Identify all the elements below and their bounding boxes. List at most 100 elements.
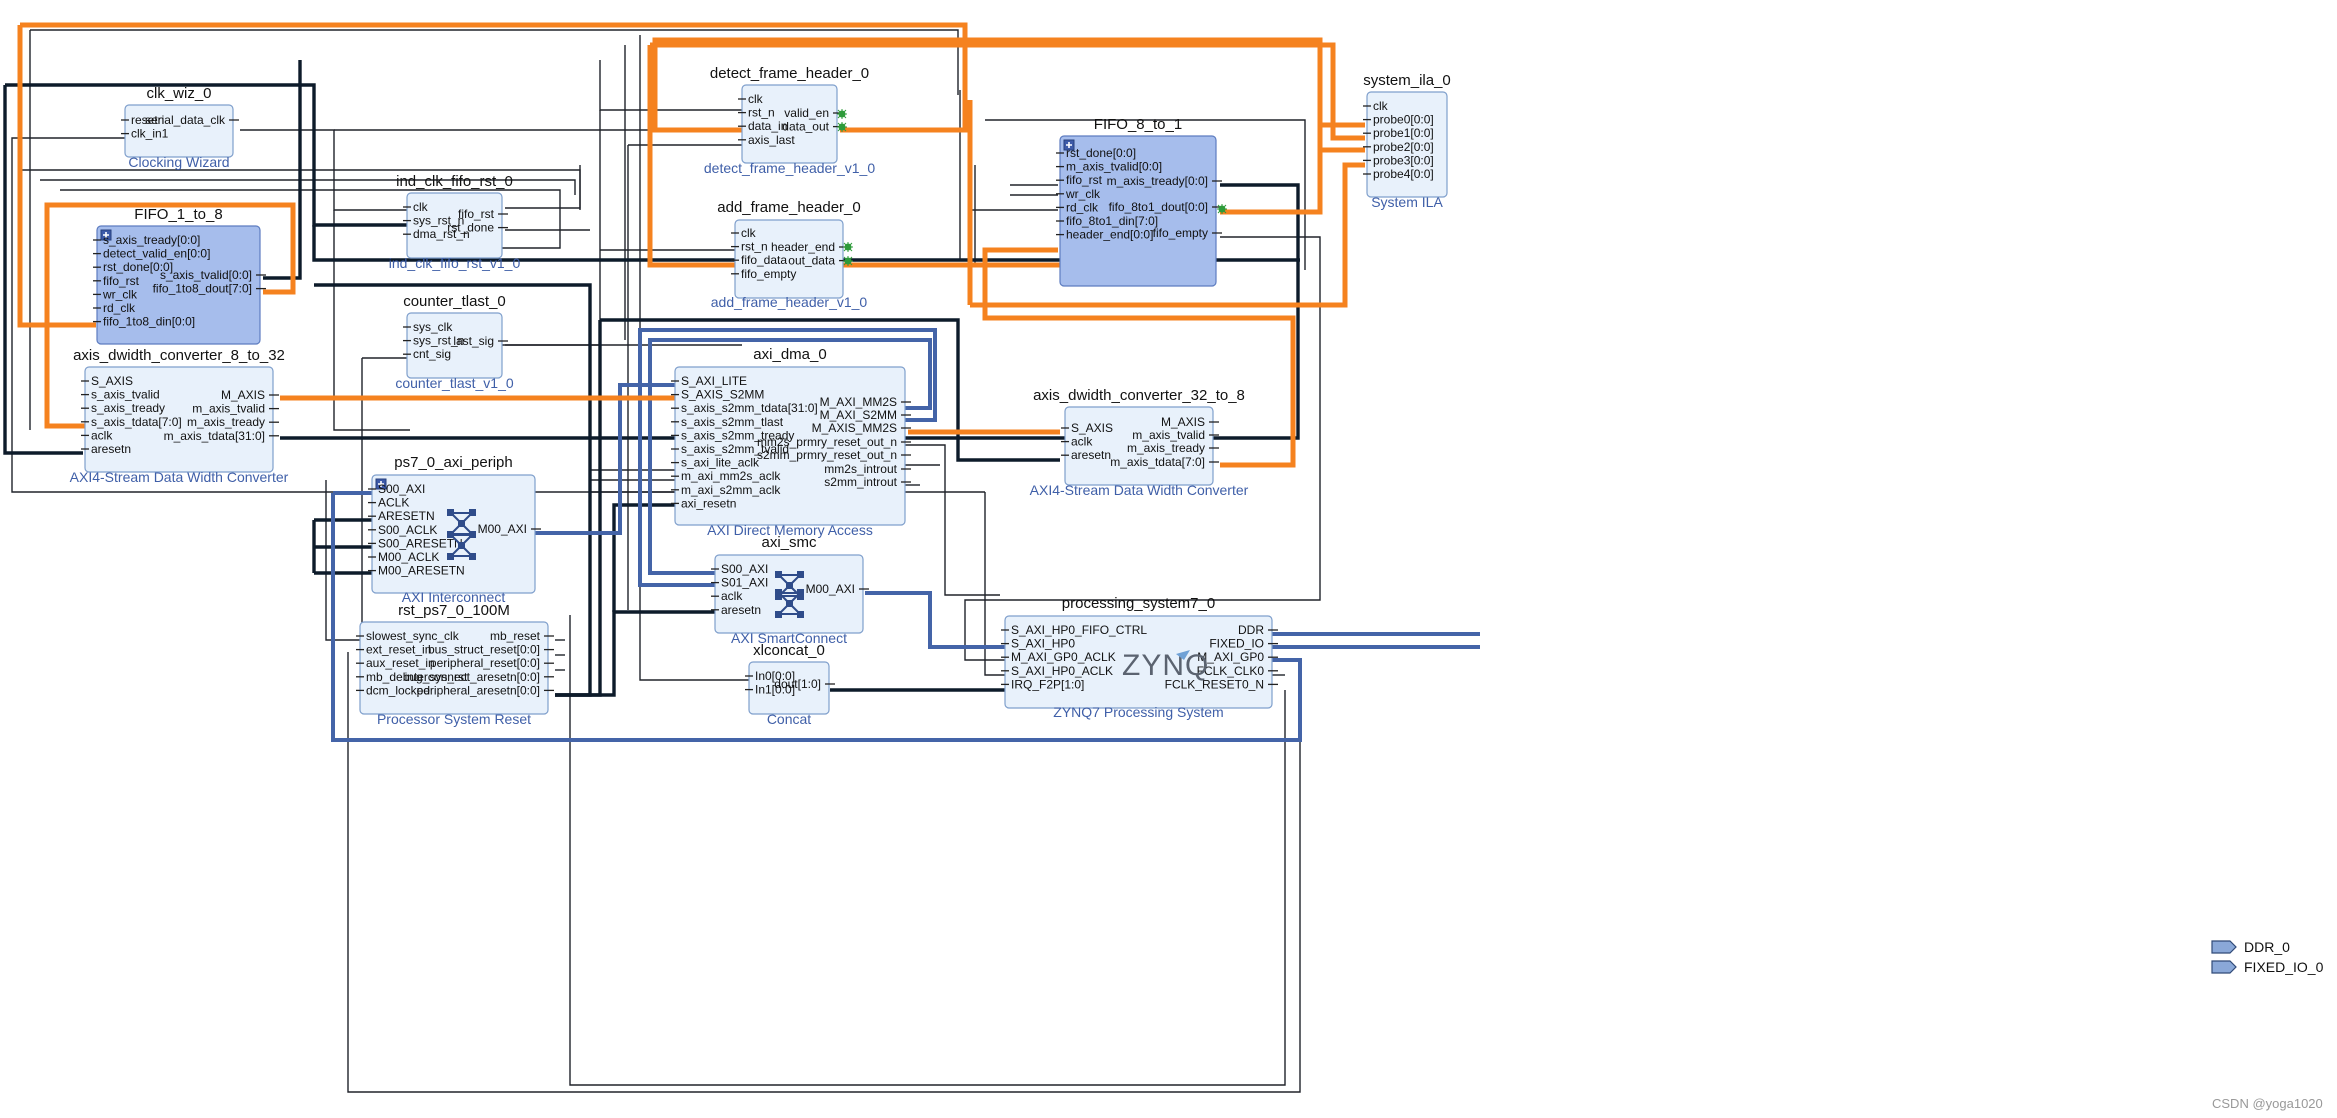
signal-net-36[interactable] [984, 492, 1005, 676]
block-add[interactable]: add_frame_header_0add_frame_header_v1_0c… [711, 199, 868, 310]
axi-bus-net-5[interactable] [638, 328, 937, 587]
pin-data-out[interactable]: data_out [782, 120, 829, 134]
pin-data-in[interactable]: data_in [748, 119, 787, 133]
block-body[interactable] [359, 621, 549, 715]
signal-net-43[interactable] [964, 236, 1321, 661]
pin-m-axis-tready[interactable]: m_axis_tready[0:0] [1107, 174, 1208, 188]
pin-s00-axi[interactable]: S00_AXI [721, 562, 768, 576]
highlighted-net-6[interactable] [652, 37, 1323, 215]
pin-interconnect-aresetn[interactable]: interconnect_aresetn[0:0] [405, 670, 540, 684]
block-dwidth-8-32[interactable]: axis_dwidth_converter_8_to_32AXI4-Stream… [70, 347, 289, 485]
pin-aux-reset-in[interactable]: aux_reset_in [366, 656, 435, 670]
pin-aclk[interactable]: ACLK [378, 496, 409, 510]
signal-net-31[interactable] [569, 615, 1286, 1086]
ddr-port-icon[interactable] [2211, 940, 2237, 954]
pin-clk[interactable]: clk [1373, 99, 1389, 113]
pin-rd-clk[interactable]: rd_clk [103, 301, 136, 315]
pin-s-axis-tvalid[interactable]: s_axis_tvalid[0:0] [160, 268, 252, 282]
expand-plus-icon[interactable] [1063, 139, 1075, 151]
pin-clk-in1[interactable]: clk_in1 [131, 127, 169, 141]
pin-rst-done[interactable]: rst_done[0:0] [1066, 146, 1136, 160]
pin-valid-en[interactable]: valid_en [784, 106, 829, 120]
pin-fifo-8to1-dout[interactable]: fifo_8to1_dout[0:0] [1109, 200, 1208, 214]
block-body[interactable] [674, 366, 906, 526]
pin-s00-axi[interactable]: S00_AXI [378, 482, 425, 496]
pin-s-axis-s2mm-tready[interactable]: s_axis_s2mm_tready [681, 428, 794, 442]
block-body[interactable] [741, 84, 838, 164]
pin-s-axis-tready[interactable]: s_axis_tready [91, 401, 165, 415]
pin-m00-aresetn[interactable]: M00_ARESETN [378, 564, 465, 578]
pin-mb-reset[interactable]: mb_reset [490, 629, 541, 643]
block-fifo-8-to-1[interactable]: FIFO_8_to_1rst_done[0:0]m_axis_tvalid[0:… [1056, 116, 1222, 287]
pin-ext-reset-in[interactable]: ext_reset_in [366, 643, 431, 657]
signal-net-0[interactable] [30, 29, 959, 95]
axi-bus-net-2[interactable] [535, 383, 675, 535]
block-body[interactable] [1366, 91, 1448, 198]
block-fifo-1-to-8[interactable]: FIFO_1_to_8s_axis_tready[0:0]detect_vali… [93, 206, 266, 345]
block-body[interactable] [84, 366, 274, 473]
block-body[interactable] [124, 104, 234, 158]
pin-s2mm-introut[interactable]: s2mm_introut [824, 475, 897, 489]
pin-m-axis-tready[interactable]: m_axis_tready [1127, 441, 1205, 455]
pin-m-axis-tvalid[interactable]: m_axis_tvalid[0:0] [1066, 160, 1162, 174]
signal-net-17[interactable] [40, 179, 576, 195]
signal-net-20[interactable] [639, 35, 755, 681]
debug-marker-icon[interactable] [837, 122, 847, 132]
highlighted-net-5[interactable] [982, 247, 1296, 468]
pin-ddr[interactable]: DDR [1238, 623, 1264, 637]
pin-probe3[interactable]: probe3[0:0] [1373, 153, 1434, 167]
pin-s-axis-tready[interactable]: s_axis_tready[0:0] [103, 233, 200, 247]
pin-bus-struct-reset[interactable]: bus_struct_reset[0:0] [428, 643, 540, 657]
pin-fclk-reset0-n[interactable]: FCLK_RESET0_N [1165, 677, 1264, 691]
signal-net-42[interactable] [347, 652, 1301, 1093]
signal-net-8[interactable] [505, 165, 581, 209]
axi-bus-net-0[interactable] [331, 493, 1302, 742]
pin-s2mm-prmry-reset-out-n[interactable]: s2mm_prmry_reset_out_n [757, 448, 897, 462]
pin-detect-valid-en[interactable]: detect_valid_en[0:0] [103, 247, 210, 261]
pin-s-axis-s2mm-tvalid[interactable]: s_axis_s2mm_tvalid [681, 442, 789, 456]
pin-aresetn[interactable]: aresetn [91, 442, 131, 456]
expand-plus-icon[interactable] [375, 478, 387, 490]
highlighted-net-10[interactable] [647, 45, 742, 268]
pin-fifo-empty[interactable]: fifo_empty [1153, 226, 1208, 240]
highlighted-net-2[interactable] [44, 202, 296, 429]
block-body[interactable] [96, 225, 261, 345]
block-detect[interactable]: detect_frame_header_0detect_frame_header… [704, 65, 875, 176]
pin-clk[interactable]: clk [741, 226, 757, 240]
pin-s-axis[interactable]: S_AXIS [91, 374, 133, 388]
pin-probe4[interactable]: probe4[0:0] [1373, 167, 1434, 181]
pin-probe2[interactable]: probe2[0:0] [1373, 140, 1434, 154]
block-body[interactable] [406, 312, 503, 379]
pin-in1[interactable]: In1[0:0] [755, 683, 795, 697]
pin-m-axi-mm2s-aclk[interactable]: m_axi_mm2s_aclk [681, 469, 781, 483]
clock-reset-net-5[interactable] [600, 318, 1060, 462]
pin-aresetn[interactable]: aresetn [1071, 448, 1111, 462]
expand-plus-icon[interactable] [100, 229, 112, 241]
pin-rst-n[interactable]: rst_n [748, 106, 775, 120]
block-body[interactable] [748, 661, 830, 715]
pin-rst-done[interactable]: rst_done [447, 221, 494, 235]
pin-axis-last[interactable]: axis_last [748, 133, 795, 147]
signal-net-25[interactable] [985, 119, 1306, 270]
pin-s00-aclk[interactable]: S00_ACLK [378, 523, 437, 537]
pin-m-axi-gp0[interactable]: M_AXI_GP0 [1197, 650, 1264, 664]
block-dwidth-32-8[interactable]: axis_dwidth_converter_32_to_8AXI4-Stream… [1030, 387, 1249, 498]
pin-header-end[interactable]: header_end[0:0] [1066, 228, 1153, 242]
pin-wr-clk[interactable]: wr_clk [1065, 187, 1101, 201]
pin-fixed-io[interactable]: FIXED_IO [1209, 637, 1264, 651]
pin-irq-f2p[interactable]: IRQ_F2P[1:0] [1011, 677, 1084, 691]
clock-reset-net-13[interactable] [555, 610, 718, 697]
pin-slowest-sync-clk[interactable]: slowest_sync_clk [366, 629, 460, 643]
pin-sys-rst-n[interactable]: sys_rst_n [413, 214, 464, 228]
pin-fifo-empty[interactable]: fifo_empty [741, 267, 796, 281]
pin-mm2s-prmry-reset-out-n[interactable]: mm2s_prmry_reset_out_n [757, 435, 897, 449]
pin-axi-resetn[interactable]: axi_resetn [681, 496, 736, 510]
pin-s-axi-lite[interactable]: S_AXI_LITE [681, 374, 747, 388]
pin-dma-rst-n[interactable]: dma_rst_n [413, 227, 470, 241]
pin-fifo-rst[interactable]: fifo_rst [1066, 173, 1103, 187]
pin-resetn[interactable]: resetn [131, 113, 164, 127]
